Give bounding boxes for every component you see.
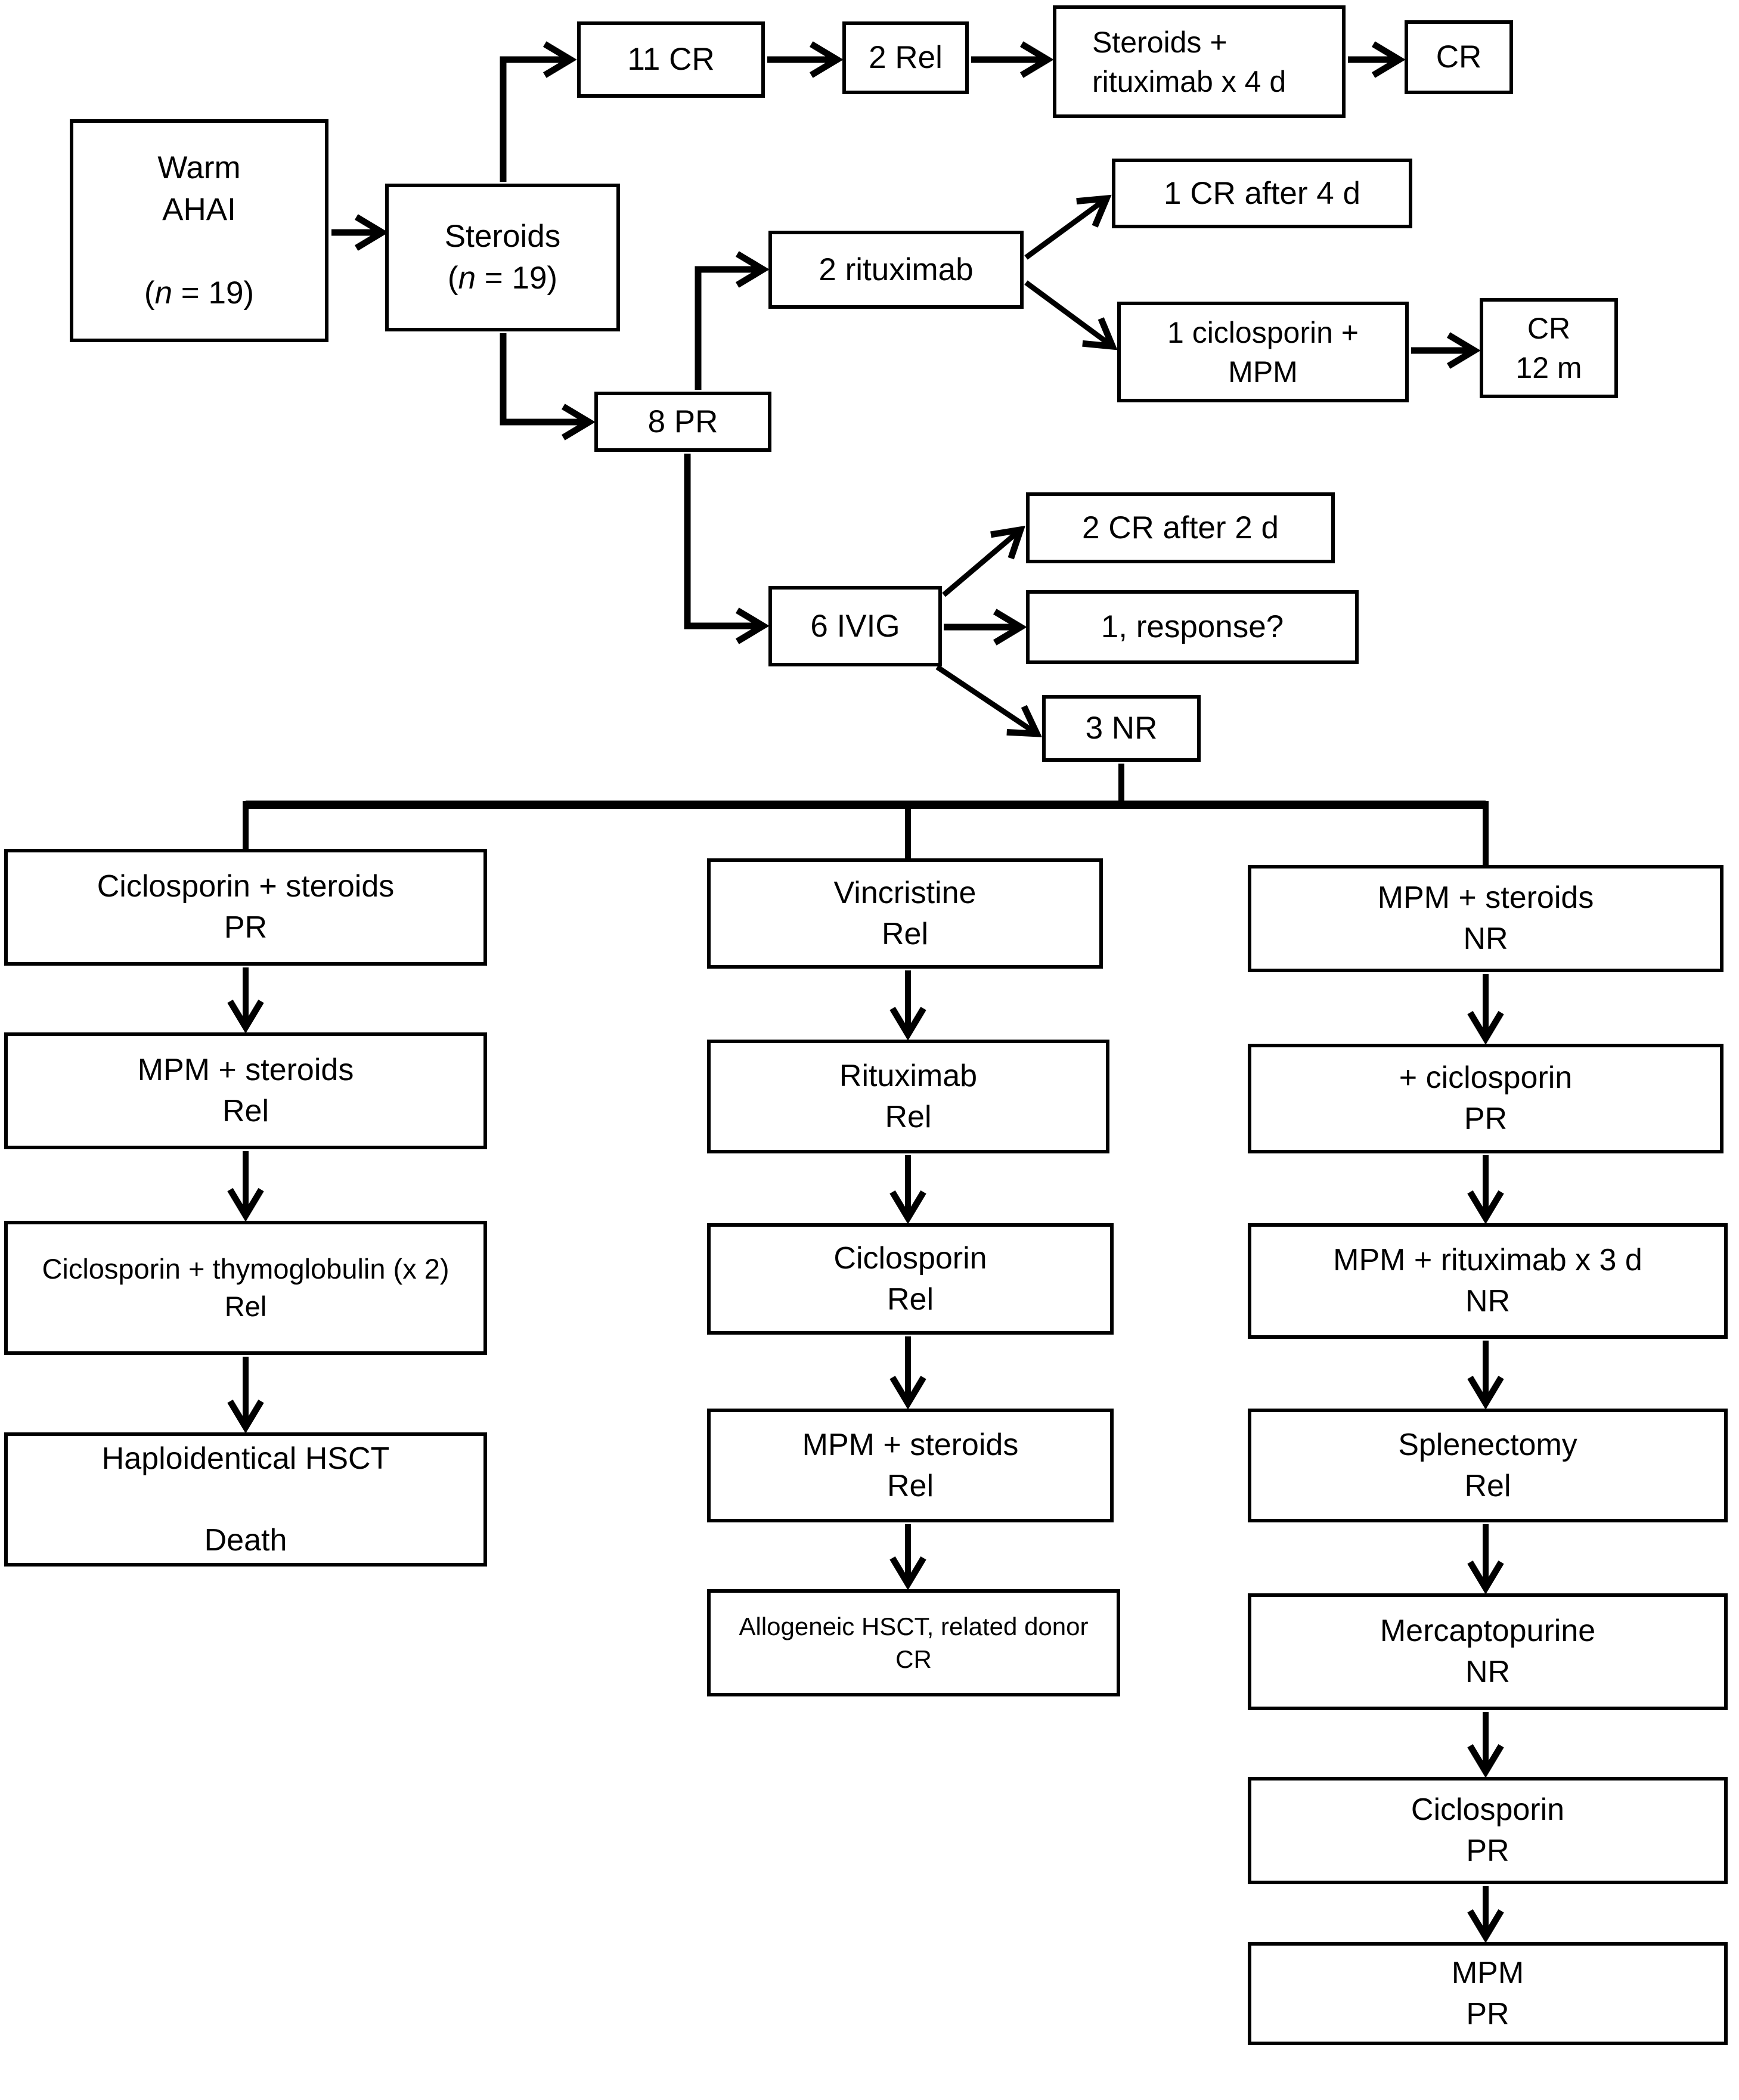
box-line: Rel xyxy=(885,1099,932,1134)
box-line: 6 IVIG xyxy=(810,608,900,644)
box-line: Vincristine xyxy=(833,875,977,910)
box-line: (n = 19) xyxy=(144,275,255,311)
flow-box-cr-12m: CR 12 m xyxy=(1480,298,1618,398)
flow-box-c3-mpm-rituximab-3d: MPM + rituximab x 3 d NR xyxy=(1248,1223,1728,1339)
box-line: AHAI xyxy=(162,192,236,228)
box-line: Rel xyxy=(224,1290,267,1322)
box-line: Haploidentical HSCT xyxy=(101,1441,390,1476)
box-line: PR xyxy=(1466,1834,1509,1868)
box-line: + ciclosporin xyxy=(1399,1060,1573,1096)
box-line: 11 CR xyxy=(627,42,715,77)
connector-ivig-6-to-cr-after-2d xyxy=(942,525,1025,597)
box-line: Rel xyxy=(222,1094,269,1128)
box-line: CR xyxy=(1527,312,1571,345)
flow-box-cr-after-2d: 2 CR after 2 d xyxy=(1026,492,1335,563)
box-line: MPM + steroids xyxy=(1377,880,1594,916)
box-line: 12 m xyxy=(1515,351,1582,384)
box-line: 1, response? xyxy=(1101,609,1284,645)
box-line: 2 Rel xyxy=(869,40,943,76)
box-line: 8 PR xyxy=(647,404,718,439)
box-line: CR xyxy=(1436,39,1482,75)
box-line xyxy=(195,231,204,272)
box-line: Rel xyxy=(886,1468,934,1503)
box-line: Splenectomy xyxy=(1398,1427,1577,1462)
box-line: NR xyxy=(1465,1655,1511,1689)
flow-box-cr-top: CR xyxy=(1405,20,1513,94)
box-line: Warm xyxy=(157,150,241,186)
box-line: Ciclosporin xyxy=(833,1240,987,1276)
connector-ivig-6-to-nr-3 xyxy=(935,665,1043,737)
flow-box-rel-2: 2 Rel xyxy=(842,21,969,94)
box-line: 3 NR xyxy=(1085,711,1158,746)
box-line: NR xyxy=(1463,922,1508,956)
flow-box-rituximab-2: 2 rituximab xyxy=(768,231,1024,309)
box-line: 2 CR after 2 d xyxy=(1082,510,1279,545)
box-line: PR xyxy=(1464,1102,1508,1136)
flow-box-c3-mpm: MPM PR xyxy=(1248,1942,1728,2045)
box-line: 1 ciclosporin + xyxy=(1167,315,1359,349)
flow-box-steroids-rituximab-4d: Steroids + rituximab x 4 d xyxy=(1053,5,1346,118)
box-line: MPM xyxy=(1451,1955,1524,1990)
box-line: (n = 19) xyxy=(447,260,558,296)
box-line: rituximab x 4 d xyxy=(1092,64,1287,98)
box-line: MPM + steroids xyxy=(137,1053,354,1088)
box-line xyxy=(241,1479,250,1520)
box-line: Rituximab xyxy=(839,1058,978,1093)
box-line: Mercaptopurine xyxy=(1380,1614,1596,1649)
connector-steroids-to-pr-8 xyxy=(500,333,596,441)
box-line: CR xyxy=(895,1645,932,1673)
flow-box-ciclosporin-mpm: 1 ciclosporin + MPM xyxy=(1117,302,1409,402)
box-line: MPM xyxy=(1228,355,1298,389)
box-line: Death xyxy=(204,1522,287,1558)
connector-pr-8-to-rituximab-2 xyxy=(695,251,770,390)
box-line: NR xyxy=(1465,1284,1511,1319)
box-line: Allogeneic HSCT, related donor xyxy=(739,1612,1089,1640)
flow-box-cr-11: 11 CR xyxy=(577,21,765,98)
flow-box-c1-haploidentical-hsct: Haploidentical HSCT Death xyxy=(4,1432,487,1567)
flow-box-c1-ciclosporin-thymoglobulin: Ciclosporin + thymoglobulin (x 2) Rel xyxy=(4,1221,487,1355)
box-line: 1 CR after 4 d xyxy=(1164,175,1360,211)
box-line: Ciclosporin xyxy=(1411,1792,1565,1828)
box-line: Steroids + xyxy=(1092,25,1227,59)
box-line: Rel xyxy=(886,1282,934,1317)
box-line: Rel xyxy=(1464,1468,1511,1503)
flow-box-cr-after-4d: 1 CR after 4 d xyxy=(1112,159,1412,228)
box-line: Rel xyxy=(881,916,929,951)
box-line: PR xyxy=(1466,1996,1509,2031)
connector-pr-8-to-ivig-6 xyxy=(684,454,770,644)
connector-rituximab-2-to-ciclosporin-mpm xyxy=(1024,280,1118,350)
box-line: PR xyxy=(224,910,268,945)
box-line: MPM + rituximab x 3 d xyxy=(1333,1243,1642,1278)
flow-box-pr-8: 8 PR xyxy=(594,392,771,452)
box-line: Ciclosporin + thymoglobulin (x 2) xyxy=(42,1253,450,1285)
connector-steroids-to-cr-11 xyxy=(500,41,577,182)
box-line: MPM + steroids xyxy=(802,1427,1019,1462)
box-line: Ciclosporin + steroids xyxy=(97,869,395,904)
flow-box-ivig-6: 6 IVIG xyxy=(768,586,942,666)
flow-box-nr-3: 3 NR xyxy=(1042,695,1201,762)
box-line: Steroids xyxy=(444,219,561,255)
box-line: 2 rituximab xyxy=(819,252,974,287)
flow-box-steroids: Steroids (n = 19) xyxy=(385,184,620,331)
connector-rituximab-2-to-cr-after-4d xyxy=(1024,194,1112,260)
flow-box-response-1: 1, response? xyxy=(1026,590,1359,664)
